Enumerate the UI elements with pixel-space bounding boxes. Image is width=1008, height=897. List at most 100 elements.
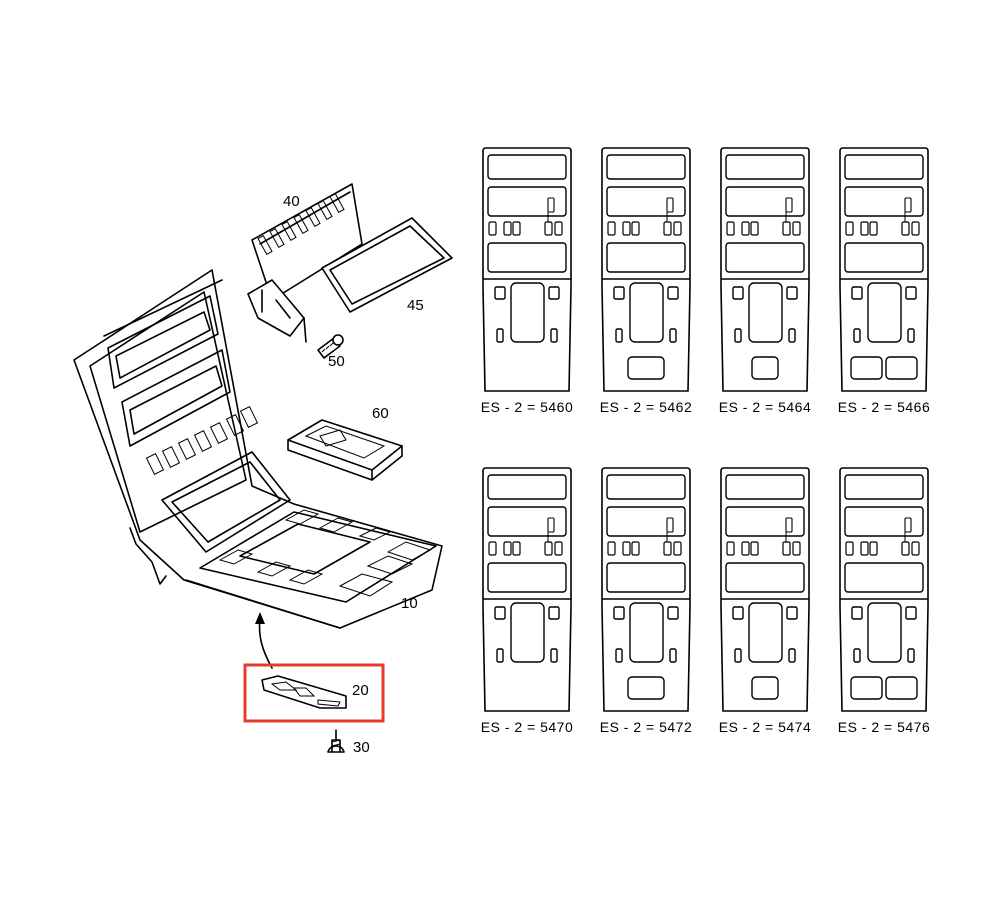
switch (673, 221, 682, 236)
bottom-module-wide (627, 356, 665, 380)
storage-slot (606, 242, 686, 273)
switch (607, 221, 616, 236)
radio-slot (844, 154, 924, 180)
switch (726, 221, 735, 236)
variant-card[interactable]: ES - 2 = 5464 (719, 147, 812, 415)
part-30-screw[interactable] (327, 729, 345, 753)
shifter-opening (629, 602, 664, 663)
switch (663, 221, 672, 236)
shifter-opening (629, 282, 664, 343)
indicator-switch (904, 517, 912, 533)
arrow-head (255, 612, 265, 624)
lower-switch (496, 648, 504, 663)
part-45-cover[interactable] (321, 217, 453, 313)
shifter-opening (748, 602, 783, 663)
lower-switch (905, 606, 917, 620)
lower-switch (788, 648, 796, 663)
radio-slot (844, 474, 924, 500)
part-50-screw[interactable] (317, 334, 344, 359)
lower-switch (550, 648, 558, 663)
variant-card[interactable]: ES - 2 = 5462 (600, 147, 693, 415)
indicator-switch (666, 517, 674, 533)
lower-switch (853, 648, 861, 663)
part-label-10: 10 (401, 595, 418, 612)
part-label-45: 45 (407, 297, 424, 314)
switch (631, 541, 640, 556)
switch (901, 541, 910, 556)
lower-switch (494, 606, 506, 620)
lower-switch (907, 648, 915, 663)
lower-switch (496, 328, 504, 343)
bottom-module-left (850, 356, 883, 380)
switch (869, 541, 878, 556)
radio-slot (725, 154, 805, 180)
variant-card[interactable]: ES - 2 = 5472 (600, 467, 693, 735)
lower-switch (734, 648, 742, 663)
indicator-switch (785, 197, 793, 213)
part-60-shift-plate[interactable] (287, 419, 403, 481)
switch (488, 221, 497, 236)
storage-slot (844, 242, 924, 273)
variant-label: ES - 2 = 5466 (838, 399, 931, 415)
lower-switch (494, 286, 506, 300)
indicator-switch (785, 517, 793, 533)
shifter-opening (748, 282, 783, 343)
switch (911, 541, 920, 556)
switch (750, 221, 759, 236)
variant-card[interactable]: ES - 2 = 5466 (838, 147, 931, 415)
variant-card[interactable]: ES - 2 = 5474 (719, 467, 812, 735)
switch (663, 541, 672, 556)
lower-switch (548, 606, 560, 620)
switch (673, 541, 682, 556)
bottom-module-left (850, 676, 883, 700)
storage-slot (844, 562, 924, 593)
switch (792, 541, 801, 556)
part-20-trim-strip[interactable] (261, 675, 347, 709)
variant-card[interactable]: ES - 2 = 5476 (838, 467, 931, 735)
shifter-opening (510, 602, 545, 663)
part-10-console-body[interactable] (73, 269, 443, 629)
indicator-switch (904, 197, 912, 213)
display-slot (725, 186, 805, 217)
indicator-switch (547, 197, 555, 213)
lower-switch (907, 328, 915, 343)
switch (741, 541, 750, 556)
switch (512, 541, 521, 556)
shifter-opening (510, 282, 545, 343)
lower-switch (732, 286, 744, 300)
lower-switch (905, 286, 917, 300)
switch (726, 541, 735, 556)
lower-switch (853, 328, 861, 343)
display-slot (487, 186, 567, 217)
part-40-bracket[interactable] (247, 183, 363, 343)
switch (741, 221, 750, 236)
console-assembly-drawing: 40 45 50 60 10 20 30 (73, 183, 453, 756)
lower-switch (613, 606, 625, 620)
variant-label: ES - 2 = 5474 (719, 719, 812, 735)
part-label-60: 60 (372, 405, 389, 422)
bottom-module-square (751, 676, 779, 700)
lower-switch (851, 606, 863, 620)
display-slot (844, 186, 924, 217)
bottom-module-wide (627, 676, 665, 700)
indicator-switch (666, 197, 674, 213)
storage-slot (606, 562, 686, 593)
storage-slot (487, 242, 567, 273)
switch (622, 541, 631, 556)
variant-card[interactable]: ES - 2 = 5470 (481, 467, 574, 735)
variant-label: ES - 2 = 5472 (600, 719, 693, 735)
switch (488, 541, 497, 556)
variant-card[interactable]: ES - 2 = 5460 (481, 147, 574, 415)
lower-switch (851, 286, 863, 300)
storage-slot (487, 562, 567, 593)
assembly-arrow (258, 617, 273, 669)
switch (750, 541, 759, 556)
display-slot (606, 186, 686, 217)
display-slot (487, 506, 567, 537)
lower-switch (548, 286, 560, 300)
switch (503, 541, 512, 556)
indicator-switch (547, 517, 555, 533)
switch (782, 541, 791, 556)
lower-switch (667, 286, 679, 300)
